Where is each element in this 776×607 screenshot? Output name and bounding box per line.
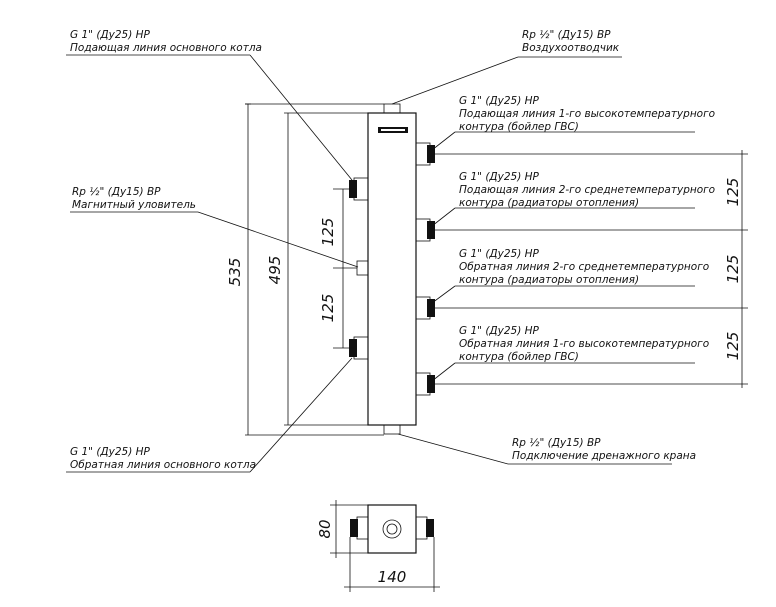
svg-text:G 1" (Ду25) НР: G 1" (Ду25) НР [70, 29, 151, 41]
svg-text:контура (радиаторы отопления): контура (радиаторы отопления) [459, 197, 639, 209]
svg-text:Подключение дренажного крана: Подключение дренажного крана [512, 450, 696, 462]
svg-text:Подающая линия 1-го высокотемп: Подающая линия 1-го высокотемпературного [459, 108, 715, 120]
dim-right-2-text: 125 [724, 255, 742, 284]
svg-text:Воздухоотводчик: Воздухоотводчик [522, 42, 620, 54]
svg-text:Обратная линия 1-го высокотемп: Обратная линия 1-го высокотемпературного [459, 338, 709, 350]
label-circuit2-return: G 1" (Ду25) НР Обратная линия 2-го средн… [459, 248, 709, 286]
right-nozzle-3 [415, 296, 435, 320]
dimension-535: 535 [226, 103, 384, 436]
dim-right-3-text: 125 [724, 332, 742, 361]
right-nozzle-1 [415, 142, 435, 166]
dimension-right-125: 125 125 125 [435, 150, 748, 388]
svg-text:Rp ½" (Ду15) ВР: Rp ½" (Ду15) ВР [512, 437, 601, 449]
svg-text:G 1" (Ду25) НР: G 1" (Ду25) НР [459, 248, 540, 260]
svg-text:Обратная линия основного котла: Обратная линия основного котла [70, 459, 256, 471]
dimension-80: 80 [316, 500, 368, 558]
dimension-left-125: 125 125 [319, 188, 357, 349]
label-air-vent: Rp ½" (Ду15) ВР Воздухоотводчик [522, 29, 620, 54]
svg-text:Подающая линия основного котла: Подающая линия основного котла [70, 42, 262, 54]
svg-text:G 1" (Ду25) НР: G 1" (Ду25) НР [459, 325, 540, 337]
dim-495-text: 495 [266, 256, 284, 285]
label-drain: Rp ½" (Ду15) ВР Подключение дренажного к… [512, 437, 696, 462]
label-main-return: G 1" (Ду25) НР Обратная линия основного … [70, 446, 256, 471]
leader-lines [66, 54, 695, 473]
right-nozzle-4 [415, 372, 435, 396]
svg-text:G 1" (Ду25) НР: G 1" (Ду25) НР [459, 171, 540, 183]
svg-text:Rp ½" (Ду15) ВР: Rp ½" (Ду15) ВР [72, 186, 161, 198]
right-nozzle-2 [415, 218, 435, 242]
dim-535-text: 535 [226, 258, 244, 287]
separator-body [367, 103, 417, 435]
label-main-supply: G 1" (Ду25) НР Подающая линия основного … [70, 29, 262, 54]
label-magnetic-trap: Rp ½" (Ду15) ВР Магнитный уловитель [72, 186, 196, 211]
dimension-495: 495 [266, 112, 368, 426]
svg-text:Подающая линия 2-го среднетемп: Подающая линия 2-го среднетемпературного [459, 184, 715, 196]
svg-text:Магнитный уловитель: Магнитный уловитель [72, 199, 196, 211]
top-view [350, 504, 434, 554]
label-circuit2-supply: G 1" (Ду25) НР Подающая линия 2-го средн… [459, 171, 715, 209]
svg-text:Обратная линия 2-го среднетемп: Обратная линия 2-го среднетемпературного [459, 261, 709, 273]
svg-text:G 1" (Ду25) НР: G 1" (Ду25) НР [459, 95, 540, 107]
left-nozzle-magnetic-trap [356, 260, 369, 276]
label-circuit1-supply: G 1" (Ду25) НР Подающая линия 1-го высок… [459, 95, 715, 133]
svg-text:контура (бойлер ГВС): контура (бойлер ГВС) [459, 121, 579, 133]
dim-140-text: 140 [378, 568, 407, 586]
svg-text:G 1" (Ду25) НР: G 1" (Ду25) НР [70, 446, 151, 458]
dim-left-upper-text: 125 [319, 218, 337, 247]
label-circuit1-return: G 1" (Ду25) НР Обратная линия 1-го высок… [459, 325, 709, 363]
svg-text:Rp ½" (Ду15) ВР: Rp ½" (Ду15) ВР [522, 29, 611, 41]
svg-text:контура (радиаторы отопления): контура (радиаторы отопления) [459, 274, 639, 286]
svg-text:контура (бойлер ГВС): контура (бойлер ГВС) [459, 351, 579, 363]
dim-left-lower-text: 125 [319, 294, 337, 323]
dim-right-1-text: 125 [724, 178, 742, 207]
dimension-140: 140 [344, 537, 440, 592]
dim-80-text: 80 [316, 519, 334, 538]
